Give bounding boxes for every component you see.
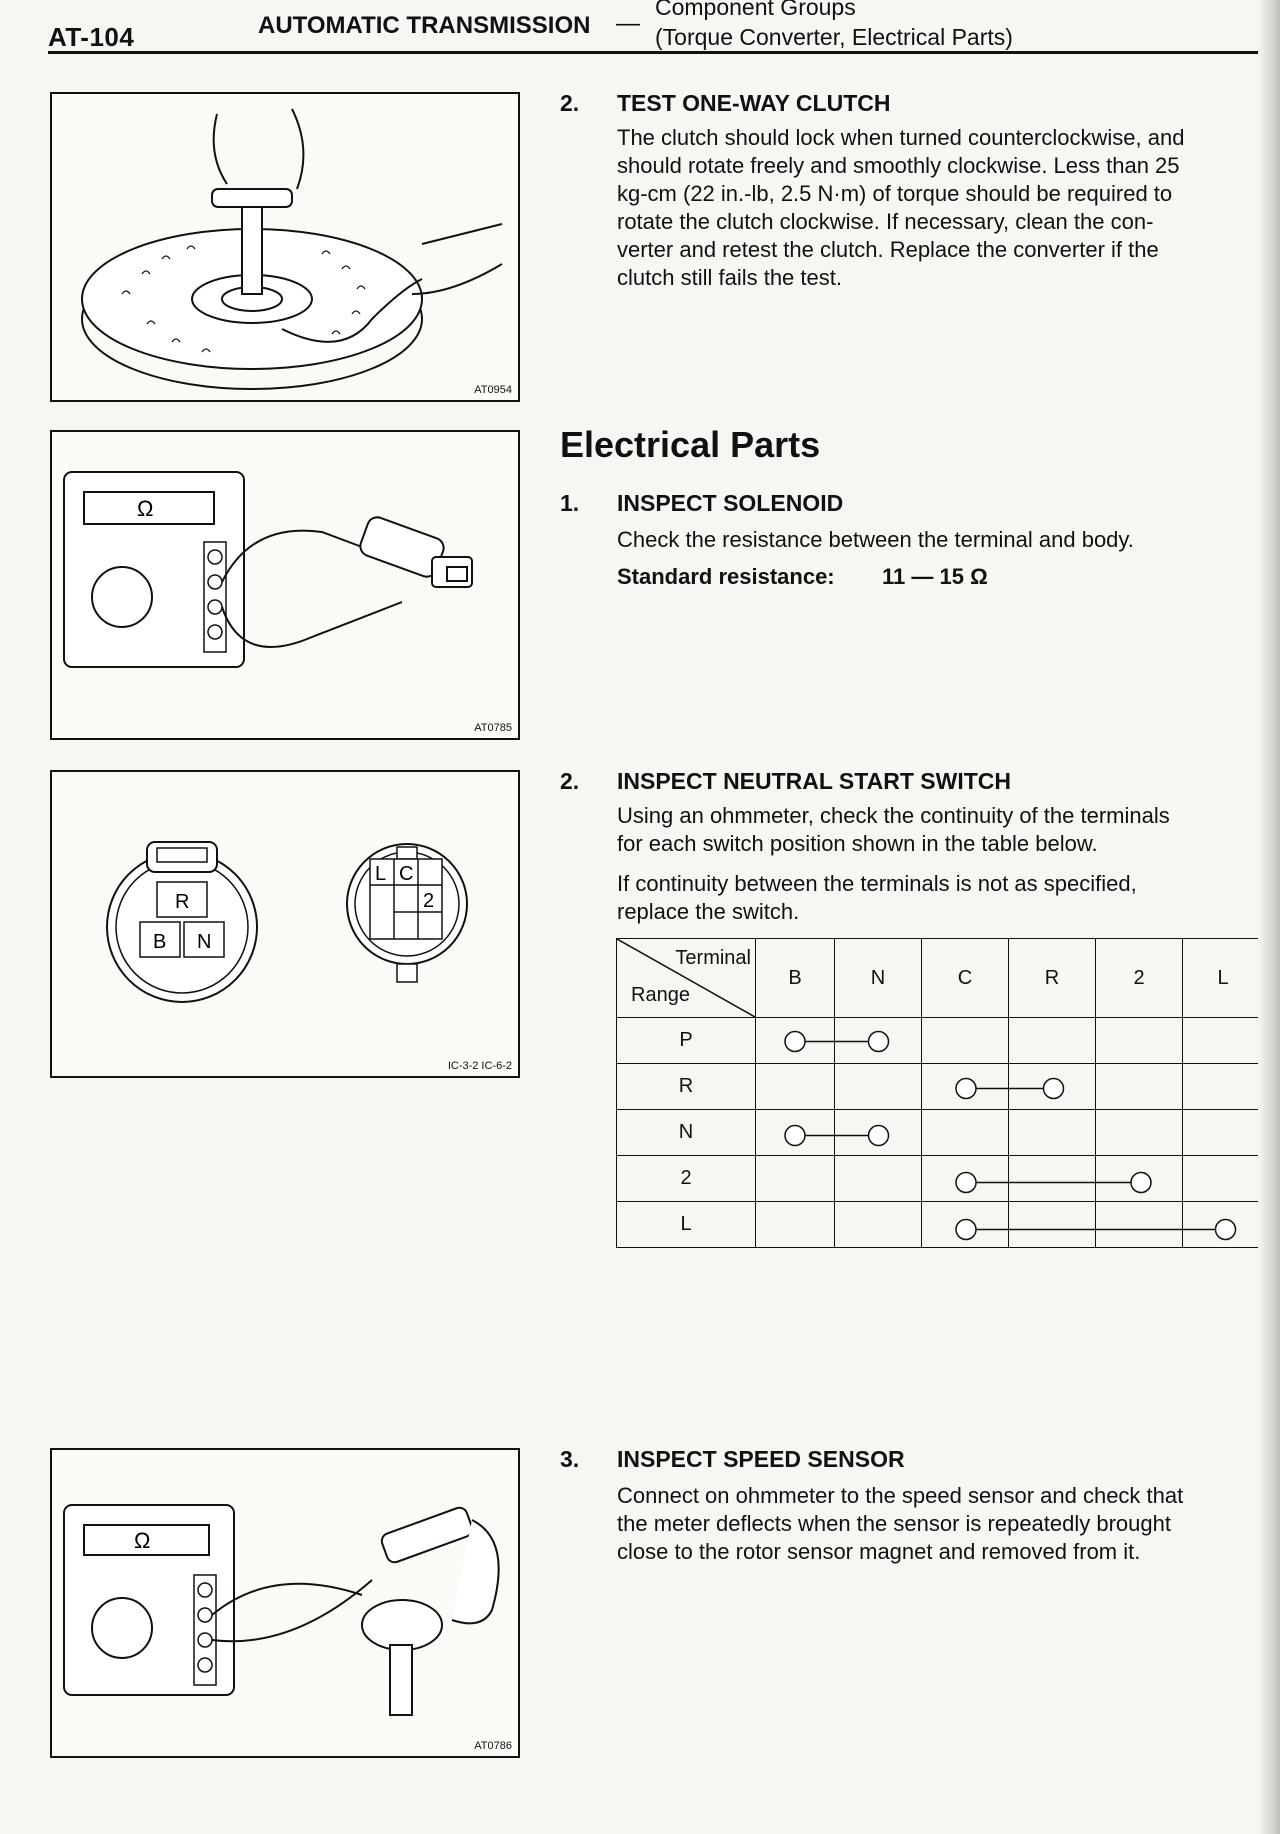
- ohm-symbol: Ω: [134, 1528, 150, 1553]
- switch-paragraph-2: If continuity between the terminals is n…: [617, 870, 1137, 926]
- continuity-cell: [921, 1017, 1009, 1064]
- text-line: Connect on ohmmeter to the speed sensor …: [617, 1483, 1184, 1508]
- table-row: L: [616, 1201, 1264, 1248]
- range-cell: L: [616, 1201, 756, 1248]
- continuity-cell: [1095, 1063, 1183, 1110]
- column-header: N: [834, 938, 922, 1018]
- electrical-parts-heading: Electrical Parts: [560, 424, 821, 465]
- solenoid-section-number: 1.: [560, 490, 580, 516]
- terminal-corner-label: Terminal: [675, 947, 751, 969]
- solenoid-section-title: INSPECT SOLENOID: [617, 490, 844, 516]
- continuity-cell: [834, 1155, 922, 1202]
- range-cell: 2: [616, 1155, 756, 1202]
- continuity-terminal-marker: [955, 1171, 977, 1194]
- diagonal-divider: [617, 939, 755, 1017]
- terminal-2-label: 2: [423, 890, 434, 912]
- terminal-C-label: C: [399, 863, 413, 885]
- solenoid-instruction: Check the resistance between the termina…: [617, 527, 1134, 552]
- figure-code: IC-3-2 IC-6-2: [447, 1060, 512, 1072]
- terminal-R-label: R: [175, 891, 189, 913]
- header-rule: [48, 51, 1263, 54]
- continuity-terminal-marker: [867, 1124, 890, 1147]
- page-number: AT-104: [48, 22, 135, 52]
- column-header: B: [755, 938, 835, 1018]
- continuity-terminal-marker: [784, 1124, 806, 1147]
- continuity-terminal-marker: [784, 1030, 806, 1053]
- header-subtitle-line1: Component Groups: [655, 0, 856, 20]
- text-line: replace the switch.: [617, 899, 800, 924]
- solenoid-illustration: Ω: [63, 471, 473, 668]
- text-line: verter and retest the clutch. Replace th…: [617, 237, 1159, 262]
- text-line: should rotate freely and smoothly clockw…: [617, 153, 1180, 178]
- text-line: kg-cm (22 in.-lb, 2.5 N·m) of torque sho…: [617, 181, 1173, 206]
- figure-solenoid-ohmmeter: Ω AT0785: [50, 430, 520, 740]
- figure-torque-converter: AT0954: [50, 92, 520, 402]
- continuity-cell: [1095, 1201, 1183, 1248]
- continuity-cell: [1008, 1155, 1096, 1202]
- table-row: P: [616, 1017, 1264, 1064]
- range-cell: R: [616, 1063, 756, 1110]
- switch-section-number: 2.: [560, 768, 580, 794]
- continuity-terminal-marker: [1130, 1171, 1152, 1194]
- speed-sensor-illustration: Ω: [63, 1504, 500, 1716]
- ohm-symbol: Ω: [137, 496, 153, 521]
- continuity-cell: [1182, 1109, 1264, 1156]
- continuity-cell: [834, 1063, 922, 1110]
- spec-label: Standard resistance:: [617, 564, 835, 589]
- continuity-terminal-marker: [1042, 1077, 1065, 1100]
- text-line: for each switch position shown in the ta…: [617, 831, 1098, 856]
- clutch-section-number: 2.: [560, 90, 580, 116]
- text-line: rotate the clutch clockwise. If necessar…: [617, 209, 1154, 234]
- header-dash: —: [616, 10, 640, 37]
- sensor-section-title: INSPECT SPEED SENSOR: [617, 1446, 905, 1472]
- figure-code: AT0786: [474, 1740, 512, 1752]
- text-line: close to the rotor sensor magnet and rem…: [617, 1539, 1141, 1564]
- torque-converter-illustration: [81, 108, 503, 390]
- sensor-section-number: 3.: [560, 1446, 580, 1472]
- header-title: AUTOMATIC TRANSMISSION: [258, 12, 591, 39]
- clutch-paragraph: The clutch should lock when turned count…: [617, 124, 1184, 292]
- text-line: The clutch should lock when turned count…: [617, 125, 1185, 150]
- table-header-row: Terminal Range B N C R 2 L: [616, 938, 1264, 1018]
- figure-code: AT0954: [474, 384, 512, 396]
- figure-code: AT0785: [474, 722, 512, 734]
- header-subtitle-line2: (Torque Converter, Electrical Parts): [655, 24, 1013, 50]
- connector-illustration: R B N L C 2: [106, 841, 468, 1003]
- figure-speed-sensor: Ω AT0786: [50, 1448, 520, 1758]
- column-header: C: [921, 938, 1009, 1018]
- text-line: Using an ohmmeter, check the continuity …: [617, 803, 1170, 828]
- terminal-N-label: N: [197, 931, 211, 953]
- corner-header-cell: Terminal Range: [616, 938, 756, 1018]
- switch-section-title: INSPECT NEUTRAL START SWITCH: [617, 768, 1011, 794]
- page-edge-shadow: [1258, 0, 1280, 1834]
- continuity-terminal-marker: [867, 1030, 890, 1053]
- range-cell: P: [616, 1017, 756, 1064]
- column-header: R: [1008, 938, 1096, 1018]
- clutch-section-title: TEST ONE-WAY CLUTCH: [617, 90, 891, 116]
- spec-value: 11 — 15 Ω: [882, 564, 988, 589]
- continuity-markers: [784, 1030, 1237, 1241]
- continuity-terminal-marker: [955, 1218, 977, 1241]
- range-corner-label: Range: [631, 984, 690, 1006]
- text-line: the meter deflects when the sensor is re…: [617, 1511, 1171, 1536]
- continuity-terminal-marker: [955, 1077, 977, 1100]
- text-line: clutch still fails the test.: [617, 265, 842, 290]
- terminal-B-label: B: [153, 931, 166, 953]
- continuity-cell: [1182, 1017, 1264, 1064]
- continuity-cell: [834, 1201, 922, 1248]
- continuity-cell: [1095, 1017, 1183, 1064]
- continuity-cell: [1182, 1155, 1264, 1202]
- continuity-cell: [755, 1201, 835, 1248]
- table-row: N: [616, 1109, 1264, 1156]
- terminal-L-label: L: [375, 863, 386, 885]
- text-line: If continuity between the terminals is n…: [617, 871, 1137, 896]
- sensor-paragraph: Connect on ohmmeter to the speed sensor …: [617, 1482, 1183, 1566]
- continuity-terminal-marker: [1214, 1218, 1237, 1241]
- switch-paragraph-1: Using an ohmmeter, check the continuity …: [617, 802, 1170, 858]
- figure-neutral-switch-connectors: R B N L C 2 IC-3-2 IC-6-2: [50, 770, 520, 1078]
